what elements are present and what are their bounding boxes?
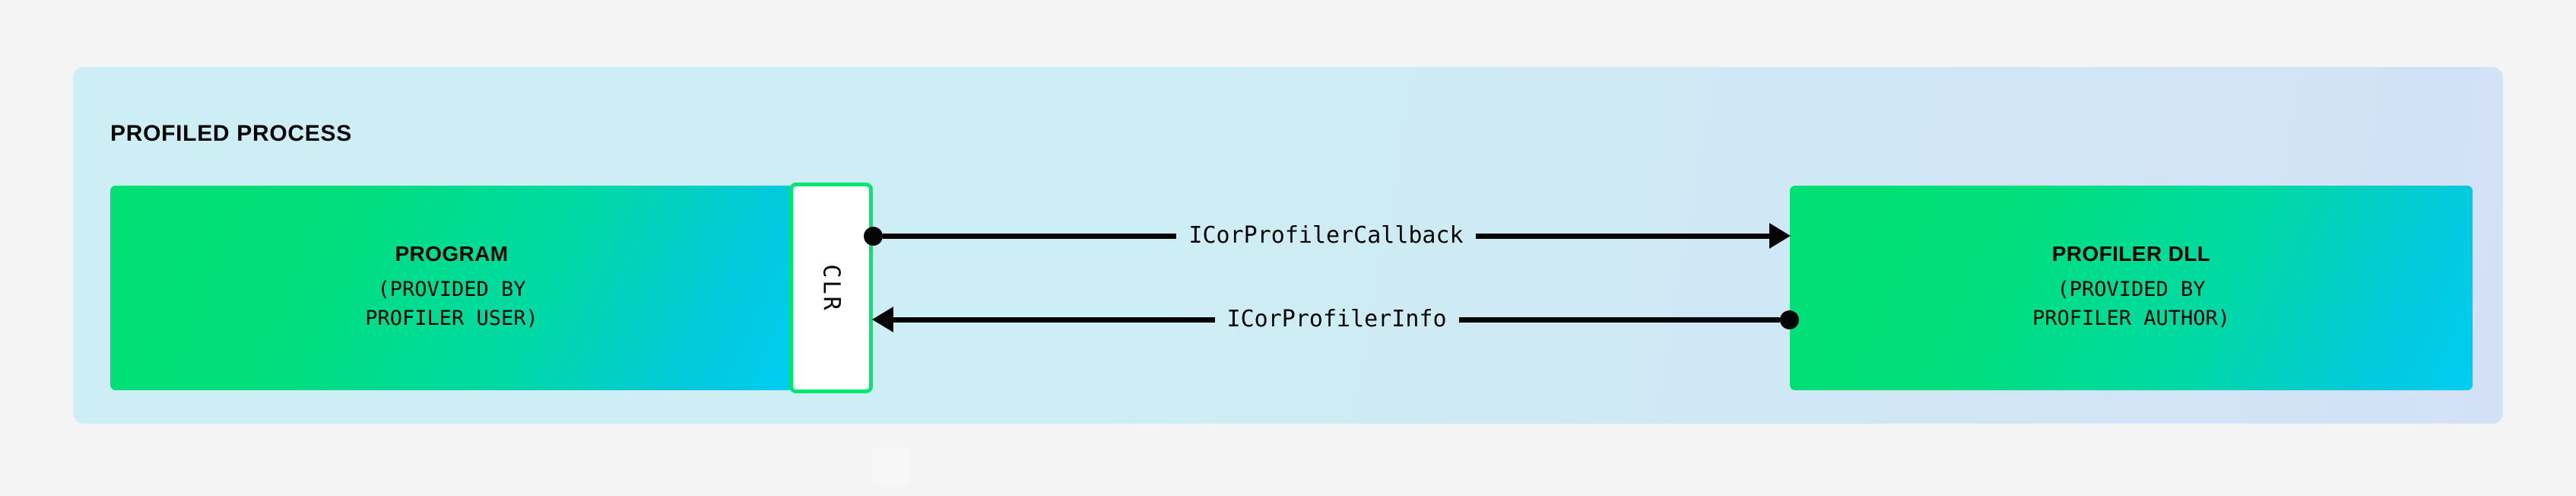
connector-label-icorprofilercallback: ICorProfilerCallback <box>1188 222 1464 249</box>
profiler-dll-box: PROFILER DLL (PROVIDED BY PROFILER AUTHO… <box>1790 186 2473 390</box>
profiled-process-card: PROFILED PROCESS PROGRAM (PROVIDED BY PR… <box>73 67 2503 424</box>
clr-box-label: CLR <box>818 263 845 313</box>
connector-line <box>883 233 1177 239</box>
program-box: PROGRAM (PROVIDED BY PROFILER USER) <box>110 186 793 390</box>
card-title: PROFILED PROCESS <box>110 121 352 146</box>
program-box-subtitle-line2: PROFILER USER) <box>365 306 538 330</box>
profiler-dll-box-title: PROFILER DLL <box>2051 242 2211 266</box>
program-box-subtitle-line1: (PROVIDED BY <box>377 278 526 302</box>
connector-icorprofilercallback: ICorProfilerCallback <box>864 219 1791 253</box>
ball-endpoint-icon <box>1780 310 1800 329</box>
ball-endpoint-icon <box>864 226 883 246</box>
connector-label-icorprofilerinfo: ICorProfilerInfo <box>1226 306 1447 332</box>
connector-icorprofilerinfo: ICorProfilerInfo <box>872 303 1800 336</box>
arrowhead-left-icon <box>872 307 893 332</box>
profiler-dll-box-subtitle-line1: (PROVIDED BY <box>2057 278 2206 302</box>
connector-line <box>1475 233 1770 239</box>
program-box-title: PROGRAM <box>395 242 509 266</box>
profiler-dll-box-subtitle-line2: PROFILER AUTHOR) <box>2032 306 2231 330</box>
connector-line <box>893 316 1215 323</box>
arrowhead-right-icon <box>1769 223 1791 249</box>
background-artifact-rect <box>873 447 909 484</box>
clr-box: CLR <box>789 183 873 393</box>
connector-line <box>1458 316 1781 323</box>
